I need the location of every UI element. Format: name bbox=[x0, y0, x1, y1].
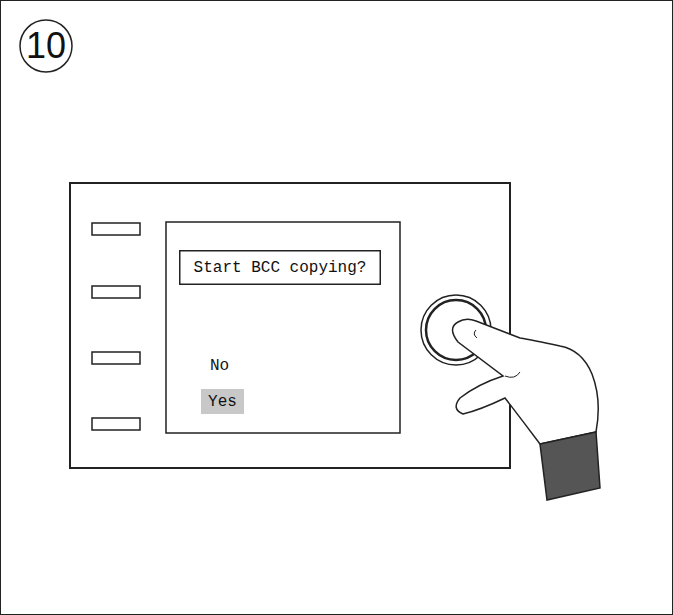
side-button bbox=[92, 352, 140, 364]
device-panel bbox=[70, 183, 510, 468]
menu-option: No bbox=[210, 357, 229, 375]
fingernail bbox=[474, 330, 477, 338]
selected-option: Yes bbox=[201, 389, 244, 414]
step-number: 10 bbox=[19, 19, 73, 73]
prompt-box: Start BCC copying? bbox=[179, 250, 381, 285]
side-button bbox=[92, 223, 140, 235]
number-circle bbox=[20, 20, 72, 72]
highlight-fill bbox=[201, 389, 244, 414]
box-border bbox=[180, 251, 381, 285]
sleeve-cuff bbox=[540, 432, 600, 500]
node-text: 10 bbox=[26, 25, 66, 67]
node-text: Yes bbox=[208, 393, 237, 411]
finger-crease bbox=[505, 372, 520, 377]
side-button bbox=[92, 418, 140, 430]
node-text: Start BCC copying? bbox=[194, 259, 367, 277]
display-screen bbox=[166, 222, 400, 433]
side-button bbox=[92, 286, 140, 298]
pressing-hand bbox=[453, 319, 599, 444]
